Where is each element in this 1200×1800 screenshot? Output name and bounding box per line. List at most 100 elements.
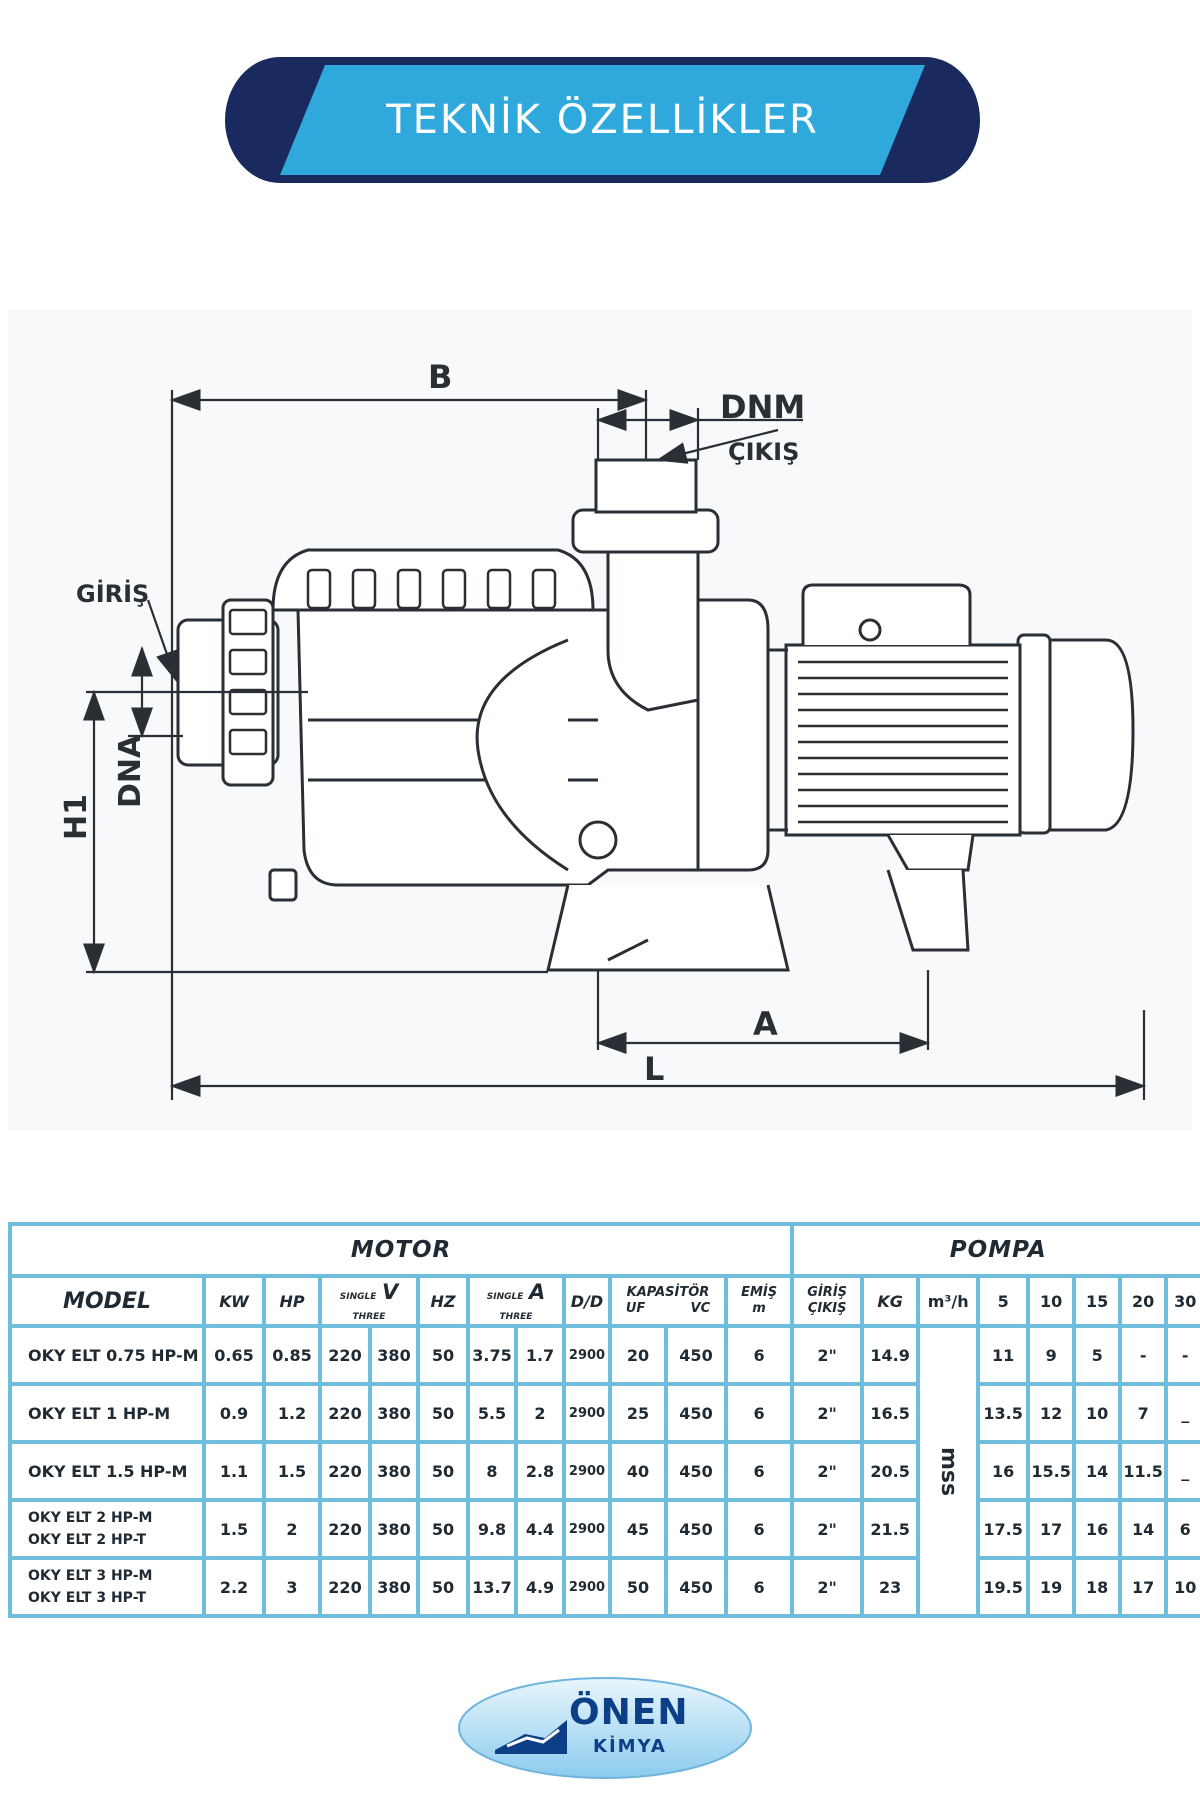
cell-vc: 450 — [668, 1560, 724, 1614]
cell-v-three: 380 — [372, 1502, 416, 1556]
cell-flow: 7 — [1122, 1386, 1165, 1440]
cell-mss: mss — [920, 1328, 977, 1614]
cell-a-single: 9.8 — [470, 1502, 514, 1556]
cell-kg: 20.5 — [864, 1444, 917, 1498]
col-flow-10: 10 — [1030, 1278, 1073, 1324]
cell-uf: 50 — [612, 1560, 664, 1614]
col-emis-label: EMİŞ — [741, 1285, 778, 1300]
dim-label-b: B — [428, 358, 452, 396]
cell-v-single: 220 — [322, 1560, 368, 1614]
cell-kg: 16.5 — [864, 1386, 917, 1440]
cell-flow: 17 — [1122, 1560, 1165, 1614]
cell-flow: - — [1168, 1328, 1200, 1382]
logo-emblem — [458, 1677, 752, 1779]
logo-sub: KİMYA — [593, 1736, 667, 1757]
cell-kg: 21.5 — [864, 1502, 917, 1556]
cell-emis: 6 — [728, 1560, 791, 1614]
cell-kw: 0.65 — [206, 1328, 262, 1382]
dimension-lines — [83, 389, 1147, 1100]
dim-label-dnm: DNM — [720, 388, 805, 426]
table-row: OKY ELT 1.5 HP-M 1.1 1.5 220 380 50 8 2.… — [12, 1444, 1200, 1498]
cell-hp: 0.85 — [266, 1328, 318, 1382]
cell-emis: 6 — [728, 1502, 791, 1556]
cell-a-single: 3.75 — [470, 1328, 514, 1382]
cell-model: OKY ELT 0.75 HP-M — [12, 1328, 202, 1382]
banner-shape — [225, 57, 980, 183]
logo-name: ÖNEN — [569, 1692, 689, 1733]
cell-uf: 45 — [612, 1502, 664, 1556]
col-voltage: SINGLE V THREE — [322, 1278, 416, 1324]
col-flow-30: 30 — [1168, 1278, 1200, 1324]
cell-vc: 450 — [668, 1502, 724, 1556]
col-flow-5: 5 — [980, 1278, 1027, 1324]
cell-kg: 23 — [864, 1560, 917, 1614]
cell-flow: 13.5 — [980, 1386, 1027, 1440]
cell-flow: _ — [1168, 1386, 1200, 1440]
cell-flow: 10 — [1168, 1560, 1200, 1614]
table-row: OKY ELT 0.75 HP-M 0.65 0.85 220 380 50 3… — [12, 1328, 1200, 1614]
cell-hp: 1.2 — [266, 1386, 318, 1440]
dim-label-l: L — [644, 1050, 664, 1088]
col-ampere-three: THREE — [499, 1311, 533, 1322]
cell-flow: 10 — [1076, 1386, 1119, 1440]
col-model: MODEL — [12, 1278, 202, 1324]
cell-v-single: 220 — [322, 1502, 368, 1556]
cell-v-single: 220 — [322, 1328, 368, 1382]
cell-flow: 9 — [1030, 1328, 1073, 1382]
cell-hz: 50 — [420, 1560, 466, 1614]
group-motor: MOTOR — [12, 1226, 791, 1274]
col-ampere: SINGLE A THREE — [470, 1278, 562, 1324]
cell-flow: 19 — [1030, 1560, 1073, 1614]
cell-v-single: 220 — [322, 1444, 368, 1498]
cell-dd: 2900 — [566, 1386, 608, 1440]
cell-flow: _ — [1168, 1444, 1200, 1498]
inlet-label: GİRİŞ — [76, 579, 149, 608]
title-banner: TEKNİK ÖZELLİKLER — [225, 57, 980, 183]
cell-emis: 6 — [728, 1328, 791, 1382]
col-flow-15: 15 — [1076, 1278, 1119, 1324]
cell-flow: 11.5 — [1122, 1444, 1165, 1498]
col-voltage-letter: V — [381, 1279, 399, 1304]
cell-a-single: 8 — [470, 1444, 514, 1498]
cell-flow: 17.5 — [980, 1502, 1027, 1556]
cell-flow: 6 — [1168, 1502, 1200, 1556]
cell-hz: 50 — [420, 1502, 466, 1556]
cell-hp: 3 — [266, 1560, 318, 1614]
cell-emis: 6 — [728, 1444, 791, 1498]
cell-uf: 25 — [612, 1386, 664, 1440]
dim-label-a: A — [753, 1005, 778, 1043]
cell-dd: 2900 — [566, 1444, 608, 1498]
cell-flow: 5 — [1076, 1328, 1119, 1382]
cell-giris: 2" — [794, 1502, 861, 1556]
cell-hp: 2 — [266, 1502, 318, 1556]
cell-model-line: OKY ELT 2 HP-M — [28, 1510, 153, 1526]
col-giris-cikis: GİRİŞ ÇIKIŞ — [794, 1278, 861, 1324]
col-flow-20: 20 — [1122, 1278, 1165, 1324]
cell-dd: 2900 — [566, 1560, 608, 1614]
cell-giris: 2" — [794, 1560, 861, 1614]
cell-kw: 1.1 — [206, 1444, 262, 1498]
cell-a-single: 5.5 — [470, 1386, 514, 1440]
cell-flow: 17 — [1030, 1502, 1073, 1556]
cell-hz: 50 — [420, 1444, 466, 1498]
cell-flow: 16 — [1076, 1502, 1119, 1556]
cell-a-single: 13.7 — [470, 1560, 514, 1614]
cell-a-three: 2 — [518, 1386, 562, 1440]
table-row: OKY ELT 2 HP-M OKY ELT 2 HP-T 1.5 2 220 … — [12, 1502, 1200, 1556]
cell-flow: 19.5 — [980, 1560, 1027, 1614]
cell-v-three: 380 — [372, 1444, 416, 1498]
col-kapasitor: KAPASİTÖR UF VC — [612, 1278, 724, 1324]
cell-model: OKY ELT 2 HP-M OKY ELT 2 HP-T — [12, 1502, 202, 1556]
cell-v-single: 220 — [322, 1386, 368, 1440]
cell-flow: 18 — [1076, 1560, 1119, 1614]
cell-model: OKY ELT 1 HP-M — [12, 1386, 202, 1440]
cell-flow: 14 — [1076, 1444, 1119, 1498]
cell-flow: 14 — [1122, 1502, 1165, 1556]
cell-flow: 12 — [1030, 1386, 1073, 1440]
col-ampere-letter: A — [528, 1279, 546, 1304]
dim-label-h1: H1 — [59, 794, 94, 840]
spec-table: MOTOR POMPA MODEL KW HP SINGLE V THREE H… — [8, 1222, 1200, 1618]
cell-flow: 11 — [980, 1328, 1027, 1382]
outlet-label: ÇIKIŞ — [728, 438, 799, 466]
pump-dimension-drawing: B DNM ÇIKIŞ GİRİŞ DNA H1 A L — [8, 310, 1192, 1130]
